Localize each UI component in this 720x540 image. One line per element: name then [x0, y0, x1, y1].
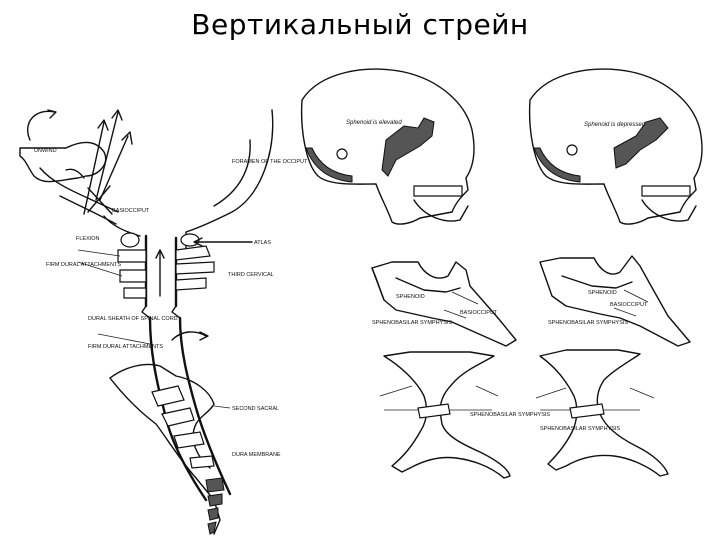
- sbs-1-inner: [395, 277, 461, 293]
- skull-1-ear: [336, 148, 348, 160]
- sbs-1-edge: [371, 267, 385, 301]
- skull-2-sphenoid: [613, 117, 669, 169]
- coccyx-3: [207, 507, 219, 521]
- label-sphenoid-2: SPHENOID: [588, 290, 617, 296]
- label-second-sacral: SECOND SACRAL: [232, 406, 279, 412]
- sbs-front-1-rays: [379, 385, 499, 397]
- label-sbs-3: SPHENOBASILAR SYMPHYSIS: [470, 412, 550, 418]
- vertebra-c2-right: [175, 245, 211, 261]
- sbs-front-2-joint: [569, 403, 605, 419]
- sacrum-left-outline: [109, 377, 221, 535]
- label-firm-dural: FIRM DURAL ATTACHMENTS: [46, 262, 121, 268]
- skull-elevated: [300, 68, 475, 225]
- vertebra-c3-left: [119, 269, 147, 283]
- tube-break: [141, 305, 181, 319]
- sbs-front-1-joint: [417, 403, 451, 419]
- lower-curve-arrowhead: [199, 331, 209, 341]
- rotation-arrowhead-left: [47, 109, 57, 119]
- sbs-front-2: [535, 349, 669, 477]
- vertebra-c4-left: [123, 287, 147, 299]
- sbs-front-1-outline: [383, 351, 511, 479]
- dural-tube-upper: [144, 234, 178, 308]
- skull-1-sphenoid: [381, 117, 435, 177]
- sacral-segment-2: [161, 407, 195, 427]
- coccyx-1: [205, 477, 225, 493]
- arrowhead-up-1: [111, 109, 123, 121]
- arrow-up-3: [83, 121, 105, 215]
- tube-arrowhead: [155, 249, 165, 259]
- sbs-front-2-rays: [535, 387, 655, 399]
- label-basiocciput-2: BASIOCCIPUT: [610, 302, 648, 308]
- sbs-side-1: [371, 261, 517, 347]
- label-flexion: FLEXION: [76, 236, 100, 242]
- skull-1-occiput: [305, 147, 353, 183]
- sbs-front-1: [379, 351, 511, 479]
- label-sbs-1: SPHENOBASILAR SYMPHYSIS: [372, 320, 452, 326]
- label-sphenoid-1: SPHENOID: [396, 294, 425, 300]
- atlas-shape: [180, 233, 200, 247]
- skull-2-mandible: [641, 199, 697, 222]
- label-sphenoid-elevated: Sphenoid is elevated: [346, 120, 402, 126]
- sacral-segment-3: [173, 431, 205, 449]
- lower-curve-arrow: [171, 331, 207, 341]
- label-dura: DURA MEMBRANE: [232, 452, 281, 458]
- skull-depressed: [528, 68, 703, 225]
- dural-tube-lower: [148, 316, 232, 502]
- label-atlas: ATLAS: [254, 240, 271, 246]
- skull-1-mandible: [413, 199, 469, 222]
- vertebra-c2-left: [117, 249, 147, 263]
- maxilla-outline: [19, 141, 107, 183]
- sacral-segment-1: [151, 385, 185, 407]
- basiocciput-cross: [87, 185, 113, 215]
- sacral-segment-4: [189, 455, 215, 469]
- dural-leaders: [77, 249, 123, 277]
- label-basiocciput-1: BASIOCCIPUT: [460, 310, 498, 316]
- sphenoid-line: [39, 167, 119, 213]
- skull-1-outline: [300, 68, 475, 225]
- label-firm-dural-2: FIRM DURAL ATTACHMENTS: [88, 344, 163, 350]
- skull-2-outline: [528, 68, 703, 225]
- skull-1-upper-teeth: [413, 185, 463, 197]
- label-foramen: FORAMEN OF THE OCCIPUT: [232, 159, 308, 165]
- vertebra-c3-right: [175, 261, 215, 275]
- rotation-arrow-left: [27, 110, 55, 141]
- coccyx-4: [207, 521, 217, 535]
- label-sbs-4: SPHENOBASILAR SYMPHYSIS: [540, 426, 620, 432]
- label-unwind: UNWIND: [34, 148, 57, 154]
- inner-skull-curve: [213, 139, 251, 207]
- arrowhead-up-2: [121, 131, 133, 145]
- spine-diagram: [19, 109, 274, 535]
- arrow-up-2: [99, 135, 129, 201]
- lower-leader: [97, 333, 151, 345]
- palate-line: [59, 195, 117, 225]
- sbs-1-outline: [371, 261, 517, 347]
- label-sbs-2: SPHENOBASILAR SYMPHYSIS: [548, 320, 628, 326]
- vertebra-c4-right: [175, 277, 207, 291]
- skull-2-occiput: [533, 147, 581, 183]
- skull-2-upper-teeth: [641, 185, 691, 197]
- sbs-2-detail: [613, 289, 649, 317]
- page-title: Вертикальный стрейн: [191, 8, 529, 41]
- dens-shape: [120, 232, 140, 248]
- skull-2-ear: [566, 144, 578, 156]
- sacral-leader: [213, 405, 231, 409]
- occiput-outline: [185, 109, 274, 249]
- label-dural-sheath: DURAL SHEATH OF SPINAL CORD: [88, 316, 178, 322]
- unwind-curve: [65, 168, 85, 179]
- label-third-cervical: THIRD CERVICAL: [228, 272, 274, 278]
- arrow-up-1: [95, 111, 119, 201]
- sbs-2-inner: [561, 275, 633, 289]
- sbs-2-outline: [539, 255, 691, 347]
- sbs-side-2: [539, 255, 691, 347]
- clivus-line: [103, 215, 141, 237]
- coccyx-2: [207, 493, 223, 507]
- sbs-1-detail: [443, 291, 479, 319]
- label-basiocciput: BASIOCCIPUT: [112, 208, 150, 214]
- arrowhead-up-3: [97, 119, 109, 131]
- atlas-arrowhead: [193, 237, 203, 247]
- label-sphenoid-depressed: Sphenoid is depressed: [584, 122, 646, 128]
